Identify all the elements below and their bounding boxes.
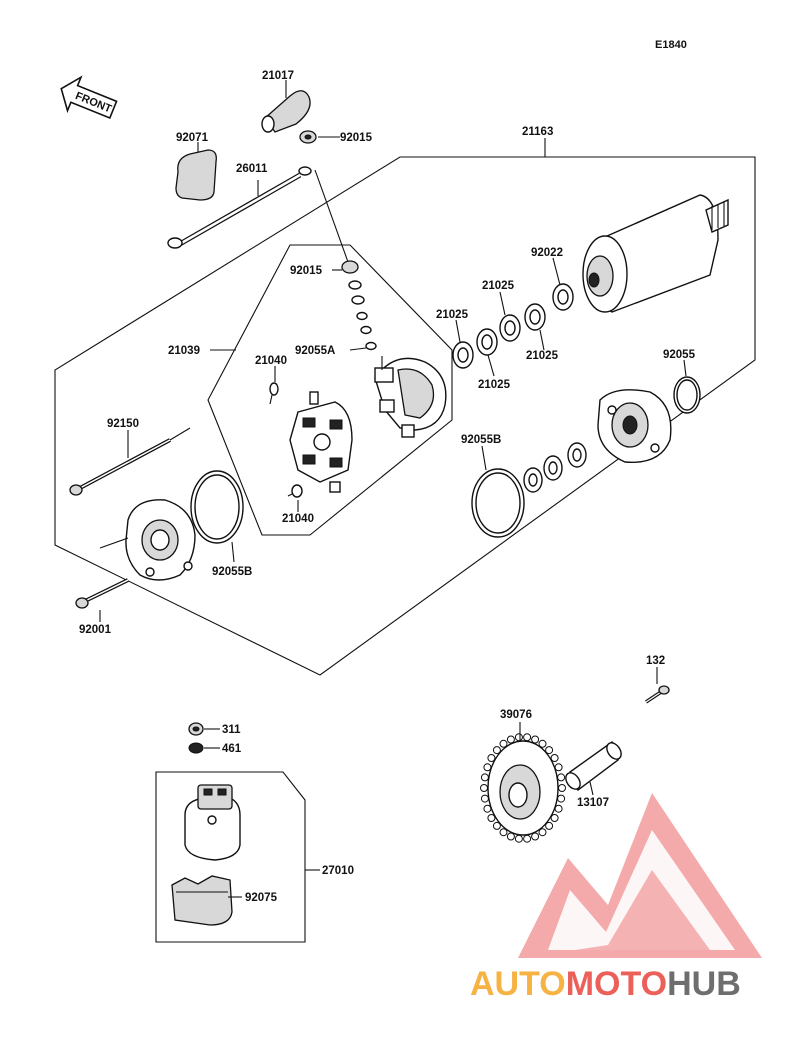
label-92015-top: 92015: [340, 132, 373, 144]
gear-tooth: [545, 746, 554, 755]
label-21025-c: 21025: [526, 350, 559, 362]
label-92001: 92001: [79, 624, 112, 636]
gear-tooth: [483, 804, 492, 813]
label-92055a: 92055A: [295, 345, 335, 357]
nut-92015-top: [299, 130, 317, 144]
front-arrow-icon: FRONT: [60, 75, 118, 120]
label-311: 311: [222, 724, 241, 736]
label-26011: 26011: [236, 163, 268, 175]
washer-stack: [348, 280, 377, 351]
shaft-13107: [565, 741, 622, 792]
label-27010: 27010: [322, 865, 354, 877]
gear-tooth: [557, 794, 566, 803]
gear-tooth: [492, 821, 501, 830]
bolt-92001: [75, 578, 129, 609]
o-ring-92055: [673, 376, 701, 414]
screw-132: [645, 685, 670, 704]
gear-tooth: [538, 828, 547, 837]
o-ring-92055b-left: [190, 470, 244, 544]
label-21039: 21039: [168, 345, 200, 357]
label-21025-b: 21025: [436, 309, 469, 321]
gear-tooth: [550, 814, 559, 822]
relay-cover-92075: [171, 875, 233, 926]
spring-21040-top: [269, 382, 279, 405]
gear-tooth: [538, 739, 547, 748]
gear-tooth: [483, 763, 492, 772]
washer-461: [188, 742, 204, 754]
automotohub-logo: AUTOMOTOHUB: [470, 793, 762, 1003]
cover-92071: [175, 149, 217, 201]
svg-text:AUTOMOTOHUB: AUTOMOTOHUB: [470, 965, 741, 1003]
washer-stack-front: [523, 442, 587, 493]
long-bolt-92150: [69, 427, 191, 496]
motor-body: [582, 194, 729, 313]
label-92022: 92022: [531, 247, 563, 259]
rear-cover: [99, 499, 196, 581]
relay-assembly-outline: [155, 771, 306, 943]
label-132: 132: [646, 655, 665, 667]
label-92071: 92071: [176, 132, 209, 144]
cable-26011: [167, 166, 312, 249]
label-92150: 92150: [107, 418, 139, 430]
brush-holder: [289, 391, 353, 493]
gear-tooth: [523, 733, 532, 742]
label-21025-a: 21025: [482, 280, 515, 292]
label-92055b-left: 92055B: [212, 566, 252, 578]
label-92055b-right: 92055B: [461, 434, 501, 446]
nut-92015-brush: [341, 260, 359, 274]
label-21025-d: 21025: [478, 379, 511, 391]
brush-holder-outline: [207, 244, 453, 536]
gear-tooth: [499, 739, 508, 748]
shim-21025-1: [524, 303, 546, 331]
logo-auto: AUTO: [470, 965, 566, 1003]
gear-tooth: [558, 784, 566, 792]
label-21040-bottom: 21040: [282, 513, 314, 525]
starter-relay: [184, 784, 241, 861]
spring-21040-bottom: [287, 484, 303, 498]
gear-tooth: [480, 784, 488, 792]
washer-92022: [552, 283, 574, 311]
logo-hub: HUB: [667, 965, 741, 1003]
label-39076: 39076: [500, 709, 532, 721]
diagram-code: E1840: [655, 39, 687, 51]
gear-tooth: [545, 821, 554, 830]
gear-tooth: [554, 804, 563, 813]
terminal-boot-21017: [261, 90, 311, 133]
shim-21025-2: [499, 314, 521, 342]
gear-tooth: [492, 746, 501, 755]
o-ring-92055b-right: [471, 468, 525, 538]
logo-moto: MOTO: [566, 965, 667, 1003]
label-92015-brush: 92015: [290, 265, 323, 277]
gear-tooth: [557, 773, 566, 782]
label-21017: 21017: [262, 70, 294, 82]
gear-tooth: [550, 754, 559, 762]
label-13107: 13107: [577, 797, 609, 809]
gear-tooth: [480, 773, 489, 782]
label-92055: 92055: [663, 349, 696, 361]
nut-311: [188, 722, 204, 736]
front-cover: [597, 389, 672, 464]
gear-39076: [480, 733, 566, 843]
label-461: 461: [222, 743, 242, 755]
brush-plate: [374, 356, 447, 438]
label-92075: 92075: [245, 892, 278, 904]
gear-tooth: [523, 834, 532, 843]
gear-tooth: [487, 814, 496, 822]
gear-tooth: [514, 834, 523, 843]
gear-tooth: [480, 794, 489, 803]
gear-tooth: [499, 828, 508, 837]
gear-tooth: [514, 733, 523, 742]
gear-tooth: [487, 754, 496, 762]
starter-assembly-outline: [54, 156, 756, 676]
shim-21025-4: [452, 341, 474, 369]
gear-tooth: [554, 763, 563, 772]
label-21163: 21163: [522, 126, 553, 138]
label-21040-top: 21040: [255, 355, 287, 367]
shim-21025-3: [476, 328, 498, 356]
